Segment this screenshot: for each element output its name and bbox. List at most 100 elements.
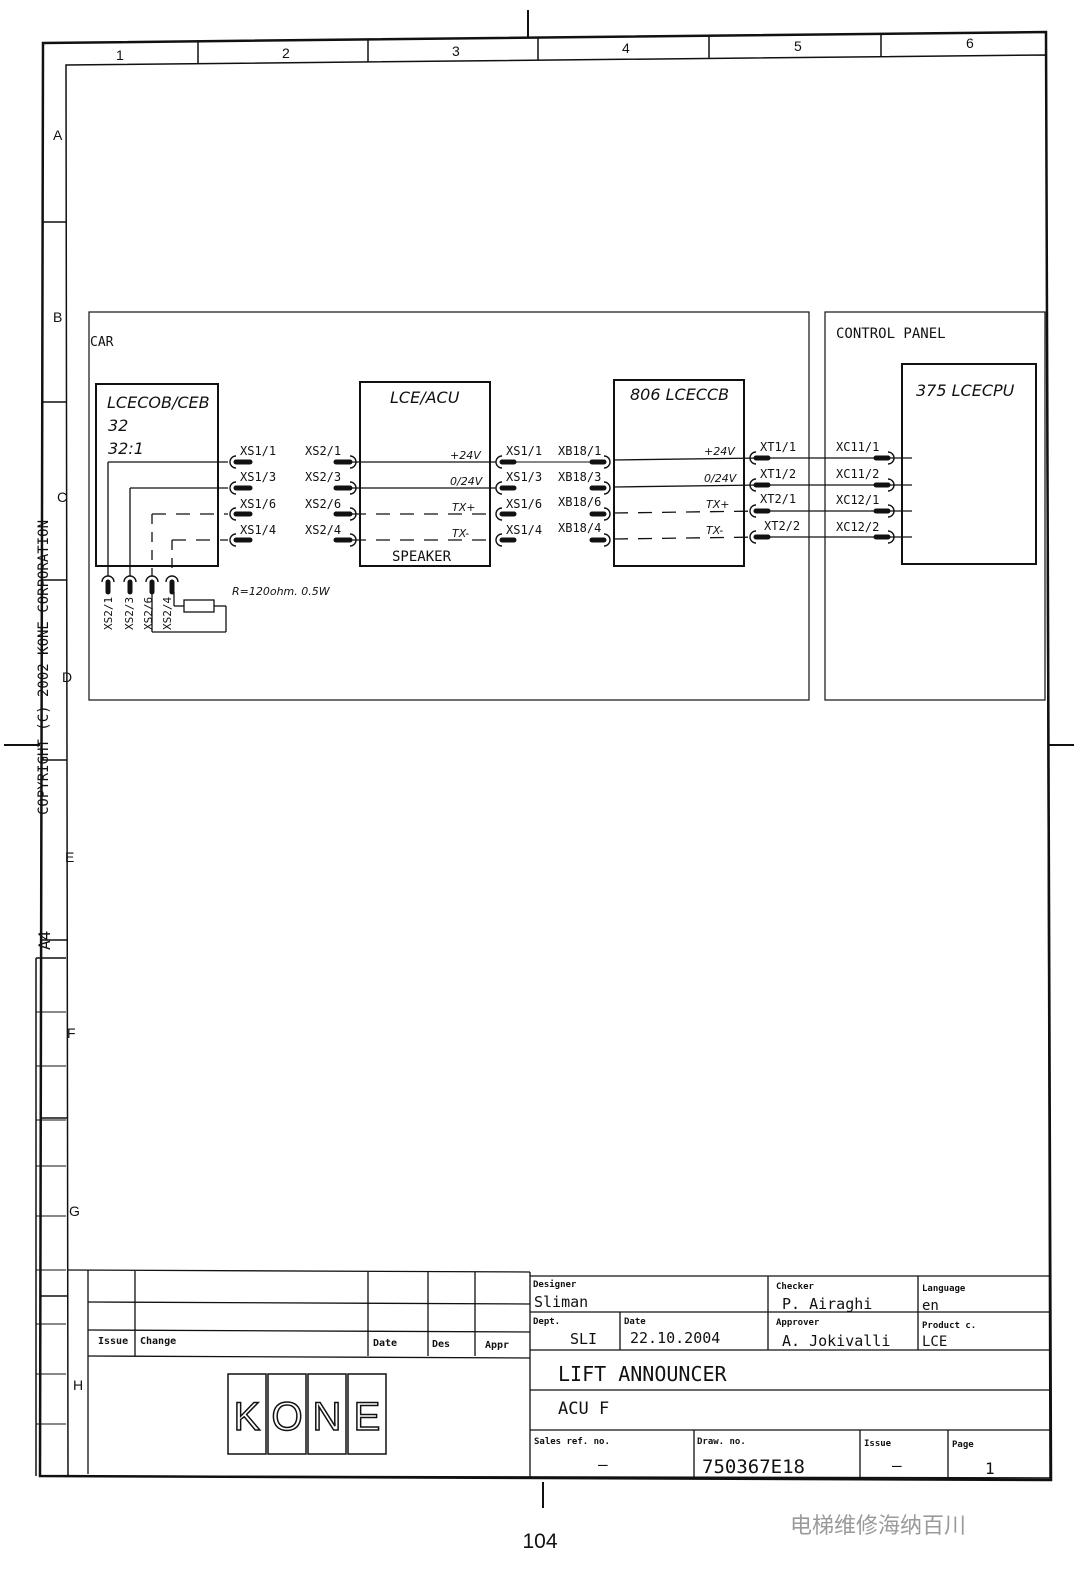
row-label: F <box>67 1025 76 1041</box>
logo-letter: K <box>234 1395 261 1439</box>
language-label: Language <box>922 1284 966 1294</box>
copyright-text: COPYRIGHT (C) 2002 KONE CORPORATION <box>36 520 52 815</box>
wires <box>107 457 912 633</box>
date-value: 22.10.2004 <box>630 1329 720 1347</box>
control-panel-frame <box>824 311 1046 701</box>
resistor-label: R=120ohm. 0.5W <box>232 585 331 598</box>
conn-label: XS2/1 <box>305 444 341 458</box>
conn-label: XC12/2 <box>836 520 879 534</box>
page-number: 104 <box>522 1530 558 1553</box>
conn-label: XS1/1 <box>240 444 276 458</box>
issue-value: – <box>892 1456 902 1475</box>
conn-label: XT1/2 <box>760 467 796 481</box>
column-label: 4 <box>622 40 630 56</box>
conn-label: XS2/6 <box>305 497 341 511</box>
drawing-title: LIFT ANNOUNCER <box>558 1362 728 1386</box>
car-label: CAR <box>90 335 114 350</box>
conn-label: XC12/1 <box>836 493 879 507</box>
conn-label: XB18/1 <box>558 444 601 458</box>
row-label: E <box>65 849 74 865</box>
signal-label: TX- <box>452 527 469 540</box>
conn-label: XB18/3 <box>558 470 601 484</box>
sales-value: – <box>598 1455 608 1474</box>
paper-size-label: A4 <box>35 931 54 950</box>
box-acu <box>359 381 491 567</box>
rev-appr-header: Appr <box>485 1340 509 1351</box>
conn-label: XS1/4 <box>506 523 542 537</box>
date-label: Date <box>624 1317 646 1327</box>
conn-label: XT2/2 <box>764 519 800 533</box>
draw-no-label: Draw. no. <box>697 1437 746 1447</box>
box-acu-title: LCE/ACU <box>390 388 460 407</box>
signal-label: TX+ <box>452 501 475 514</box>
rev-issue-header: Issue <box>98 1336 128 1347</box>
box-lceccb-title: 806 LCECCB <box>630 385 729 404</box>
watermark: 电梯维修海纳百川 <box>790 1514 967 1539</box>
conn-label: XS1/3 <box>506 470 542 484</box>
conn-label: XS1/1 <box>506 444 542 458</box>
conn-label: XC11/1 <box>836 440 879 454</box>
sheet-frame <box>35 30 1053 1482</box>
box-lcecob-line2: 32 <box>108 416 128 435</box>
draw-no-value: 750367E18 <box>702 1456 805 1478</box>
page-label: Page <box>952 1440 974 1450</box>
signal-label: 0/24V <box>450 475 484 488</box>
crop-marks <box>4 10 1074 1508</box>
conn-label: XB18/4 <box>558 521 601 535</box>
designer-label: Designer <box>533 1279 577 1290</box>
approver-value: A. Jokivalli <box>782 1332 890 1350</box>
column-label: 3 <box>452 43 460 59</box>
revision-headers: Issue Change Date Des Appr <box>98 1336 509 1351</box>
conn-label: XT1/1 <box>760 440 796 454</box>
box-lceccb <box>613 379 745 567</box>
column-label: 6 <box>966 35 974 51</box>
checker-value: P. Airaghi <box>782 1295 872 1313</box>
title-block-fields: Designer Sliman Checker P. Airaghi Langu… <box>533 1279 995 1478</box>
row-label: H <box>73 1377 83 1393</box>
bottom-plug-label: XS2/6 <box>142 597 155 630</box>
bottom-plug-label: XS2/1 <box>102 597 115 630</box>
signal-label: TX- <box>706 524 723 537</box>
conn-label: XS1/6 <box>240 497 276 511</box>
control-panel-label: CONTROL PANEL <box>836 326 946 342</box>
logo-letter: N <box>313 1395 342 1439</box>
conn-label: XC11/2 <box>836 467 879 481</box>
designer-value: Sliman <box>534 1293 588 1311</box>
checker-label: Checker <box>776 1282 815 1292</box>
bottom-plug-label: XS2/3 <box>123 597 136 630</box>
conn-label: XS2/3 <box>305 470 341 484</box>
signal-label: +24V <box>704 445 736 458</box>
kone-logo: K O N E <box>227 1373 387 1455</box>
page-value: 1 <box>985 1459 995 1478</box>
connector-labels: XS1/1 XS1/3 XS1/6 XS1/4 XS2/1 XS2/3 XS2/… <box>102 440 879 630</box>
product-value: LCE <box>922 1334 947 1350</box>
column-label: 5 <box>794 38 802 54</box>
signal-label: TX+ <box>706 498 729 511</box>
conn-label: XS1/3 <box>240 470 276 484</box>
connectors <box>101 451 895 595</box>
signal-label: 0/24V <box>704 472 738 485</box>
row-label: G <box>69 1203 80 1219</box>
box-lcecob-title: LCECOB/CEB <box>107 393 210 412</box>
title-block <box>67 1269 1050 1478</box>
rev-date-header: Date <box>373 1338 397 1349</box>
issue-label: Issue <box>864 1439 892 1449</box>
logo-letter: E <box>354 1395 381 1439</box>
row-label: D <box>62 669 72 685</box>
row-label: B <box>53 309 62 325</box>
conn-label: XT2/1 <box>760 492 796 506</box>
bottom-plug-label: XS2/4 <box>161 597 174 630</box>
logo-letter: O <box>271 1395 302 1439</box>
row-label: A <box>53 127 63 143</box>
dept-label: Dept. <box>533 1317 560 1327</box>
dept-value: SLI <box>570 1330 597 1348</box>
signal-label: +24V <box>450 449 482 462</box>
approver-label: Approver <box>776 1318 820 1328</box>
language-value: en <box>922 1298 939 1314</box>
box-lcecob <box>95 383 219 567</box>
conn-label: XS2/4 <box>305 523 341 537</box>
box-lcecpu <box>901 363 1037 565</box>
rev-change-header: Change <box>140 1336 176 1347</box>
car-frame <box>88 311 810 701</box>
